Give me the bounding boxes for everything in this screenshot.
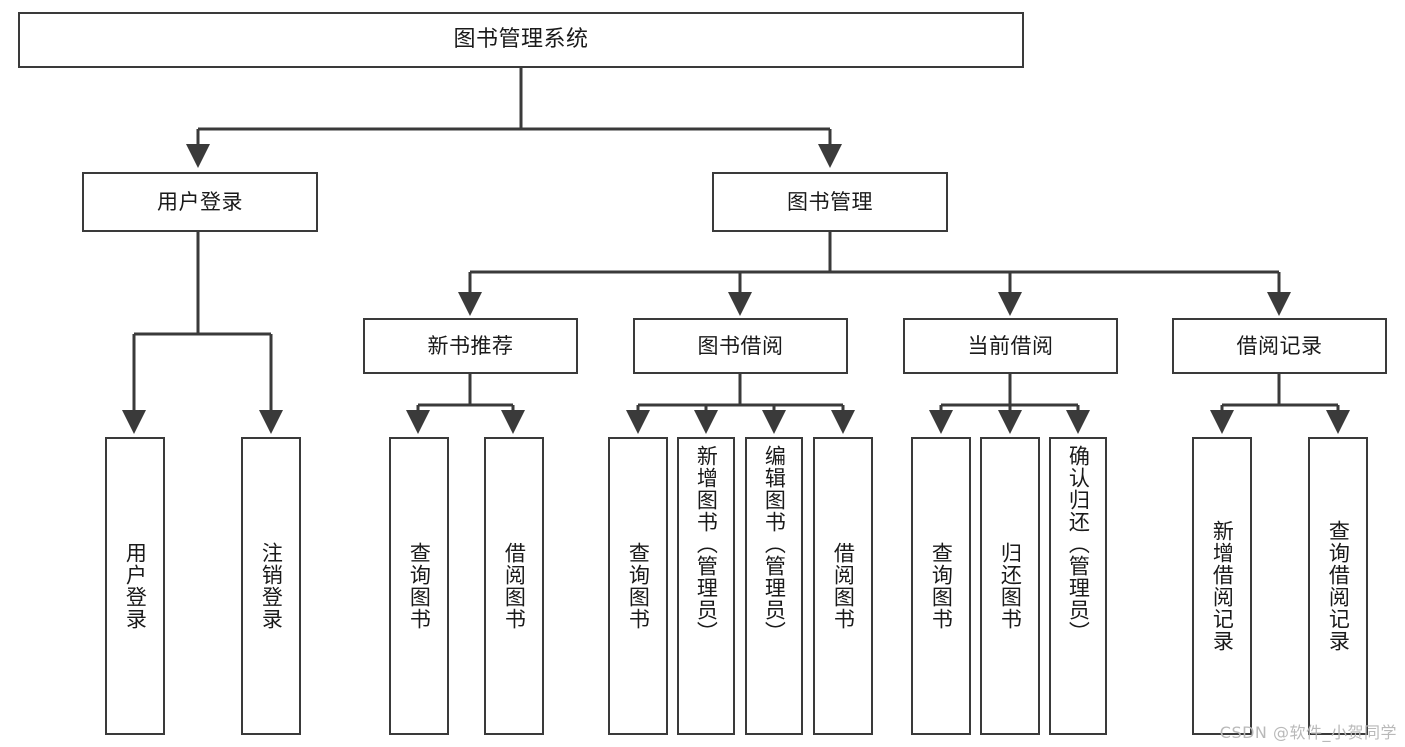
- node-user-login-label: 用户登录: [157, 189, 243, 214]
- leaf-add-record-label: 新增借阅记录: [1210, 520, 1235, 652]
- node-borrow-record-label: 借阅记录: [1236, 333, 1323, 358]
- leaf-return-book-label: 归还图书: [998, 542, 1023, 630]
- leaf-add-record[interactable]: 新增借阅记录: [1192, 437, 1252, 735]
- node-root[interactable]: 图书管理系统: [18, 12, 1024, 68]
- leaf-query-record[interactable]: 查询借阅记录: [1308, 437, 1368, 735]
- node-new-book-recommend[interactable]: 新书推荐: [363, 318, 578, 374]
- node-current-borrow-label: 当前借阅: [967, 333, 1054, 358]
- node-book-manage-label: 图书管理: [787, 189, 873, 214]
- leaf-logout-label: 注销登录: [259, 542, 284, 630]
- node-book-borrow-label: 图书借阅: [697, 333, 784, 358]
- leaf-return-book[interactable]: 归还图书: [980, 437, 1040, 735]
- node-current-borrow[interactable]: 当前借阅: [903, 318, 1118, 374]
- leaf-edit-book-label: 编辑图书（管理员）: [762, 445, 787, 643]
- node-user-login[interactable]: 用户登录: [82, 172, 318, 232]
- leaf-borrow-book-2-label: 借阅图书: [831, 542, 856, 630]
- leaf-confirm-return-label: 确认归还（管理员）: [1066, 445, 1091, 643]
- leaf-borrow-book-2[interactable]: 借阅图书: [813, 437, 873, 735]
- leaf-user-login-label: 用户登录: [123, 542, 148, 630]
- leaf-logout[interactable]: 注销登录: [241, 437, 301, 735]
- leaf-query-record-label: 查询借阅记录: [1326, 520, 1351, 652]
- leaf-query-book-1[interactable]: 查询图书: [389, 437, 449, 735]
- leaf-query-book-3-label: 查询图书: [929, 542, 954, 630]
- node-borrow-record[interactable]: 借阅记录: [1172, 318, 1387, 374]
- leaf-query-book-3[interactable]: 查询图书: [911, 437, 971, 735]
- leaf-add-book-label: 新增图书（管理员）: [694, 445, 719, 643]
- leaf-borrow-book-1-label: 借阅图书: [502, 542, 527, 630]
- leaf-add-book[interactable]: 新增图书（管理员）: [677, 437, 735, 735]
- leaf-query-book-2[interactable]: 查询图书: [608, 437, 668, 735]
- node-book-borrow[interactable]: 图书借阅: [633, 318, 848, 374]
- leaf-borrow-book-1[interactable]: 借阅图书: [484, 437, 544, 735]
- leaf-user-login[interactable]: 用户登录: [105, 437, 165, 735]
- node-root-label: 图书管理系统: [453, 27, 589, 53]
- leaf-confirm-return[interactable]: 确认归还（管理员）: [1049, 437, 1107, 735]
- leaf-query-book-2-label: 查询图书: [626, 542, 651, 630]
- leaf-query-book-1-label: 查询图书: [407, 542, 432, 630]
- node-new-book-recommend-label: 新书推荐: [427, 333, 514, 358]
- node-book-manage[interactable]: 图书管理: [712, 172, 948, 232]
- watermark: CSDN @软件_小贺同学: [1219, 723, 1397, 742]
- leaf-edit-book[interactable]: 编辑图书（管理员）: [745, 437, 803, 735]
